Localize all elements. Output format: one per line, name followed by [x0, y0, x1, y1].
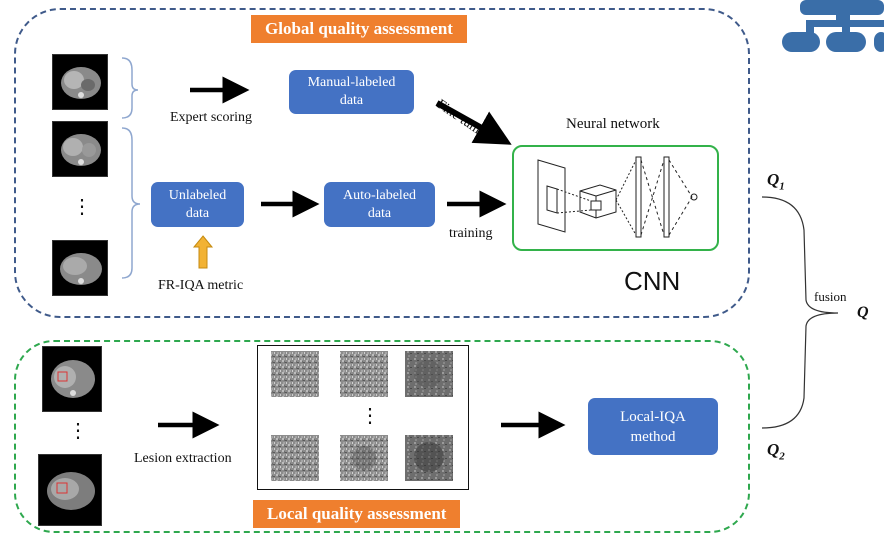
local-quality-title: Local quality assessment — [253, 500, 461, 528]
local-iqa-line1: Local-IQA — [620, 408, 686, 425]
unlabeled-data-box: Unlabeled data — [151, 182, 244, 227]
q2-subscript: 2 — [779, 450, 785, 463]
q1-subscript: 1 — [779, 180, 785, 193]
manual-labeled-data-box: Manual-labeled data — [289, 70, 414, 114]
q2-label: Q2 — [767, 440, 785, 462]
local-iqa-line2: method — [630, 428, 676, 445]
q1-label: Q1 — [767, 170, 785, 192]
fr-iqa-metric-label: FR-IQA metric — [158, 278, 244, 293]
neural-network-box — [512, 145, 719, 251]
ct-thumbnail — [52, 121, 108, 177]
ellipsis-local: ⋮ — [68, 420, 88, 442]
ellipsis-global: ⋮ — [72, 196, 92, 218]
q1-symbol: Q — [767, 170, 780, 189]
q-final-label: Q — [857, 304, 869, 321]
neural-network-label: Neural network — [566, 116, 660, 132]
manual-labeled-line1: Manual-labeled — [307, 75, 396, 90]
ct-thumbnail — [52, 54, 108, 110]
ct-thumbnail-lesion — [42, 346, 102, 412]
local-quality-region — [14, 340, 750, 533]
manual-labeled-line2: data — [339, 93, 364, 108]
fusion-label: fusion — [814, 289, 847, 304]
cnn-label: CNN — [624, 266, 681, 296]
ct-thumbnail — [52, 240, 108, 296]
unlabeled-line1: Unlabeled — [168, 187, 227, 203]
expert-scoring-label: Expert scoring — [170, 110, 253, 125]
lesion-extraction-label: Lesion extraction — [134, 451, 232, 466]
q2-symbol: Q — [767, 440, 780, 459]
auto-labeled-data-box: Auto-labeled data — [324, 182, 435, 227]
unlabeled-line2: data — [185, 205, 210, 221]
ct-thumbnail-lesion — [38, 454, 102, 526]
global-quality-region — [14, 8, 750, 318]
training-label: training — [449, 226, 493, 241]
global-quality-title: Global quality assessment — [251, 15, 467, 43]
local-iqa-method-box: Local-IQA method — [588, 398, 718, 455]
ellipsis-patches: ⋮ — [360, 405, 380, 427]
auto-labeled-line1: Auto-labeled — [342, 187, 417, 203]
auto-labeled-line2: data — [367, 205, 392, 221]
